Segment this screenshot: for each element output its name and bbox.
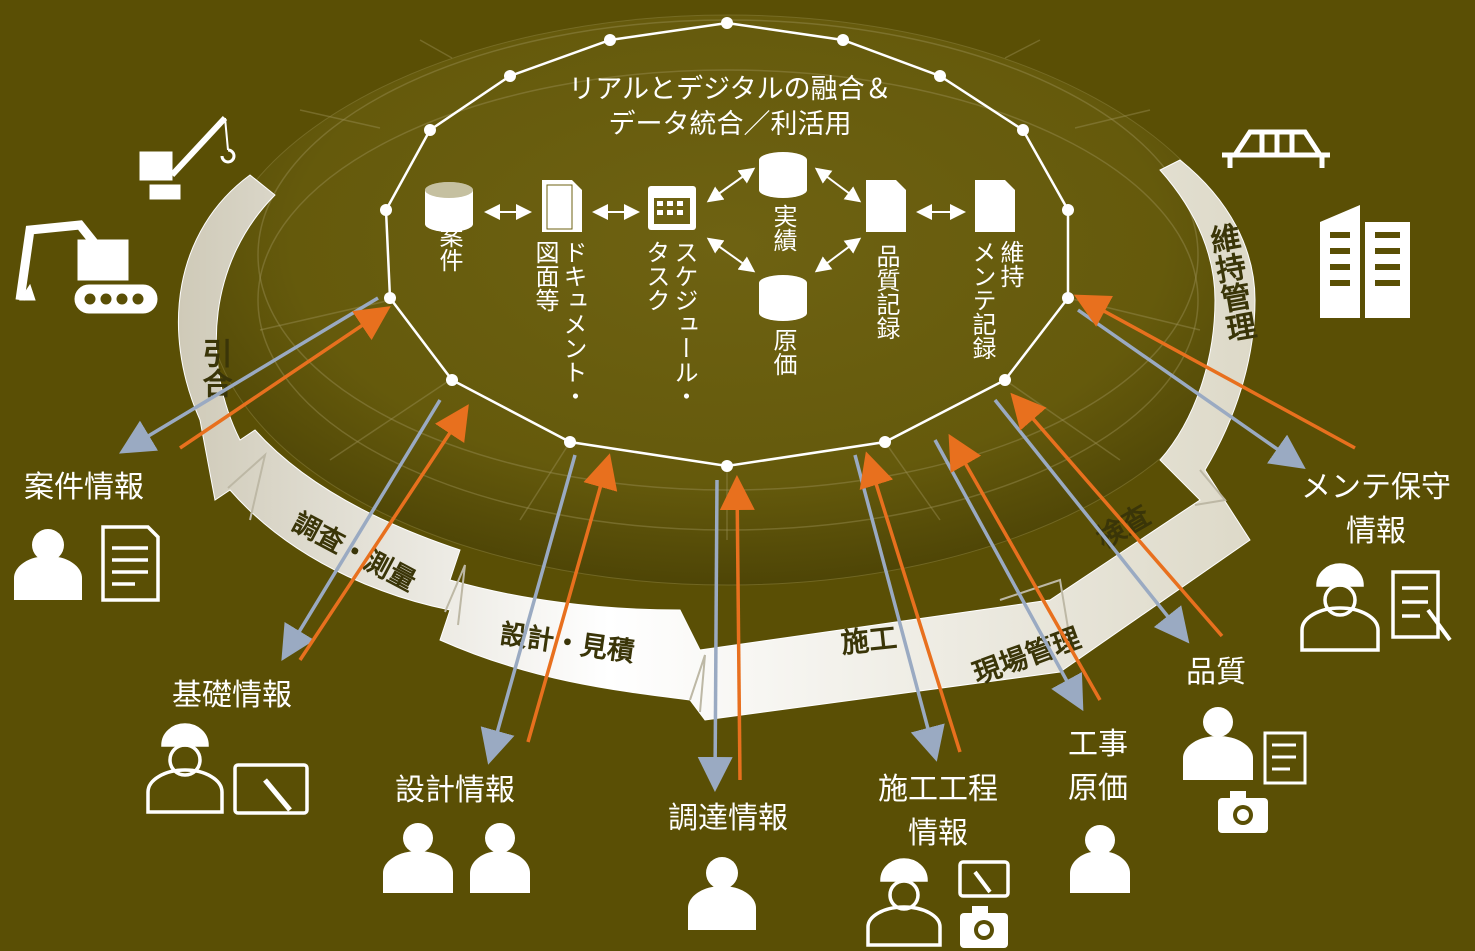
- item-document-2: 図面等: [531, 240, 559, 312]
- helmet-worker-icon: [146, 723, 224, 814]
- info-kiso: 基礎情報: [172, 678, 292, 713]
- crane-icon: [139, 115, 236, 200]
- camera-icon: [1218, 791, 1268, 833]
- excavator-icon: [15, 220, 158, 314]
- info-hinshitsu: 品質: [1186, 655, 1246, 690]
- item-hinshitsu-kiroku: 品質記録: [872, 244, 900, 340]
- tablet-icon: [233, 763, 309, 815]
- info-kouji-genka-2: 原価: [1068, 771, 1128, 806]
- item-iji-1: 維持: [996, 240, 1024, 288]
- info-kouji-genka-1: 工事: [1068, 727, 1128, 762]
- tablet-icon: [958, 860, 1010, 898]
- info-sekkei: 設計情報: [395, 773, 515, 808]
- info-anken: 案件情報: [24, 470, 144, 505]
- calendar-icon: [648, 186, 696, 230]
- helmet-worker-icon: [866, 858, 942, 947]
- info-sekou-koutei-2: 情報: [908, 816, 968, 851]
- item-iji-2: メンテ記録: [968, 240, 996, 360]
- document-icon: [101, 525, 160, 602]
- person-icon: [1183, 707, 1253, 780]
- helmet-worker-icon: [1300, 563, 1380, 652]
- checklist-icon: [1263, 731, 1307, 785]
- data-ring: [380, 17, 1074, 472]
- item-jisseki: 実績: [769, 204, 797, 252]
- item-document-1: ドキュメント・: [559, 240, 587, 408]
- center-title-line2: データ統合／利活用: [609, 109, 852, 140]
- item-genka: 原価: [769, 328, 797, 376]
- document-icon: [975, 180, 1015, 232]
- info-choutatsu: 調達情報: [668, 801, 788, 836]
- phase-sekou: 施工: [839, 621, 898, 660]
- database-icon: [759, 275, 807, 321]
- checklist-icon: [1391, 570, 1452, 642]
- building-icon: [1320, 205, 1410, 318]
- info-mente-2: 情報: [1346, 514, 1406, 549]
- bridge-icon: [1222, 129, 1330, 168]
- person-icon: [14, 529, 82, 600]
- camera-icon: [960, 906, 1008, 948]
- database-icon: [425, 182, 473, 232]
- item-anken: 案件: [435, 224, 463, 272]
- database-icon: [759, 152, 807, 198]
- document-icon: [866, 180, 906, 232]
- person-icon: [470, 823, 530, 893]
- info-sekou-koutei-1: 施工工程: [878, 772, 998, 807]
- item-schedule-2: タスク: [642, 240, 670, 312]
- person-icon: [383, 823, 453, 893]
- data-flow-arrows: [118, 294, 1356, 792]
- info-mente-1: メンテ保守: [1301, 470, 1451, 505]
- person-icon: [1070, 825, 1130, 893]
- person-icon: [688, 857, 756, 930]
- item-schedule-1: スケジュール・: [670, 240, 698, 408]
- document-icon: [542, 180, 582, 232]
- center-title-line1: リアルとデジタルの融合＆: [568, 74, 891, 105]
- item-connectors: [484, 167, 966, 273]
